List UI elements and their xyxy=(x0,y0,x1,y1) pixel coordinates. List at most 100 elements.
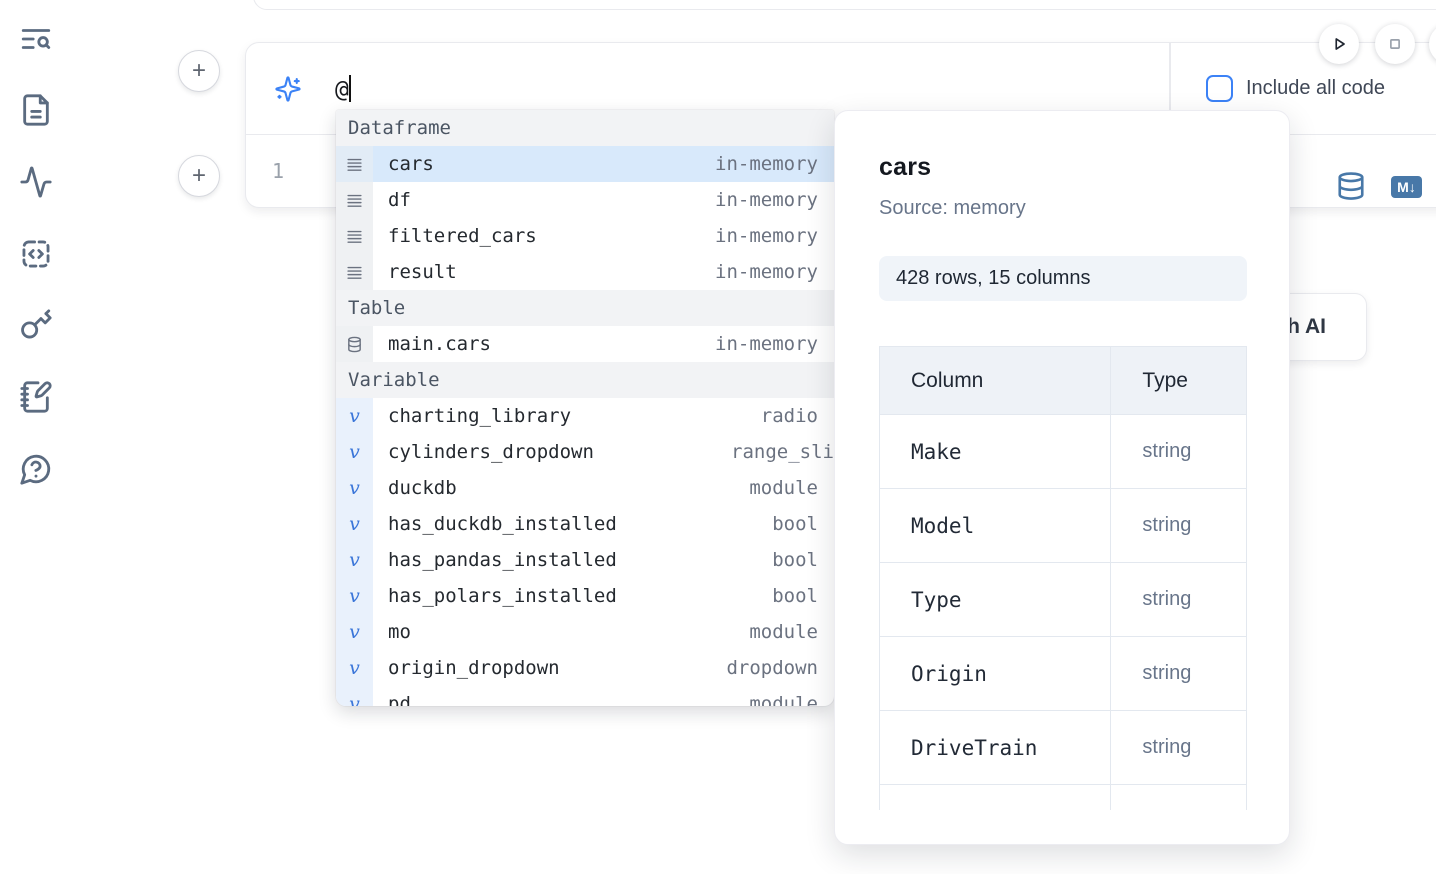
autocomplete-item[interactable]: v mo module xyxy=(336,614,834,650)
ai-prompt-input[interactable]: @ xyxy=(335,74,351,103)
add-cell-below-button[interactable]: + xyxy=(178,155,220,197)
dataframe-preview-panel: cars Source: memory 428 rows, 15 columns… xyxy=(834,110,1290,845)
autocomplete-item[interactable]: v duckdb module xyxy=(336,470,834,506)
variable-icon: v xyxy=(349,656,360,679)
key-icon[interactable] xyxy=(19,308,53,342)
completion-type: in-memory xyxy=(715,189,818,211)
schema-header-column: Column xyxy=(879,346,1112,415)
autocomplete-item[interactable]: v has_pandas_installed bool xyxy=(336,542,834,578)
completion-type: bool xyxy=(772,585,818,607)
column-name xyxy=(879,784,1112,810)
autocomplete-item[interactable]: v charting_library radio xyxy=(336,398,834,434)
autocomplete-item[interactable]: main.cars in-memory xyxy=(336,326,834,362)
help-icon[interactable] xyxy=(19,452,53,486)
column-type: string xyxy=(1110,488,1247,563)
variable-icon: v xyxy=(349,440,360,463)
completion-name: charting_library xyxy=(388,405,572,427)
code-snippets-icon[interactable] xyxy=(19,237,53,271)
completion-type: radio xyxy=(760,405,818,427)
completion-type: in-memory xyxy=(715,225,818,247)
dataframe-icon xyxy=(347,158,362,171)
completion-type: module xyxy=(749,621,818,643)
autocomplete-item[interactable]: v origin_dropdown dropdown xyxy=(336,650,834,686)
completion-type: in-memory xyxy=(715,333,818,355)
variable-icon: v xyxy=(349,692,360,706)
panel-source: Source: memory xyxy=(879,197,1026,219)
completion-name: df xyxy=(388,189,411,211)
scratchpad-icon[interactable] xyxy=(19,380,53,414)
column-name: DriveTrain xyxy=(879,710,1112,785)
sidebar xyxy=(0,0,72,874)
extra-control-button[interactable] xyxy=(1429,24,1436,64)
completion-name: duckdb xyxy=(388,477,457,499)
run-cell-button[interactable] xyxy=(1319,24,1359,64)
completion-name: filtered_cars xyxy=(388,225,537,247)
autocomplete-item[interactable]: v has_polars_installed bool xyxy=(336,578,834,614)
completion-name: has_polars_installed xyxy=(388,585,617,607)
markdown-icon[interactable]: M↓ xyxy=(1391,176,1422,198)
autocomplete-section-header: Variable xyxy=(336,362,834,398)
completion-name: cars xyxy=(388,153,434,175)
ai-prompt-value: @ xyxy=(335,76,349,103)
variable-icon: v xyxy=(349,584,360,607)
database-icon[interactable] xyxy=(1336,171,1366,201)
completion-name: origin_dropdown xyxy=(388,657,560,679)
line-number: 1 xyxy=(272,159,285,183)
row-column-count-badge: 428 rows, 15 columns xyxy=(879,256,1247,301)
variable-icon: v xyxy=(349,620,360,643)
autocomplete-item[interactable]: filtered_cars in-memory xyxy=(336,218,834,254)
table-of-contents-search-icon[interactable] xyxy=(19,22,53,56)
completion-type: dropdown xyxy=(726,657,818,679)
completion-name: has_duckdb_installed xyxy=(388,513,617,535)
dataframe-icon xyxy=(347,230,362,243)
completion-name: mo xyxy=(388,621,411,643)
completion-name: result xyxy=(388,261,457,283)
completion-type: module xyxy=(749,477,818,499)
include-all-code-label: Include all code xyxy=(1246,77,1385,99)
variable-icon: v xyxy=(349,476,360,499)
variable-icon: v xyxy=(349,404,360,427)
schema-header-type: Type xyxy=(1110,346,1247,415)
completion-name: cylinders_dropdown xyxy=(388,441,594,463)
completion-type: bool xyxy=(772,549,818,571)
completion-type: module xyxy=(749,693,818,706)
completion-name: has_pandas_installed xyxy=(388,549,617,571)
column-type: string xyxy=(1110,710,1247,785)
column-name: Model xyxy=(879,488,1112,563)
column-name: Origin xyxy=(879,636,1112,711)
file-icon[interactable] xyxy=(19,93,53,127)
dataframe-icon xyxy=(347,266,362,279)
completion-type: bool xyxy=(772,513,818,535)
table-row-partial xyxy=(879,784,1247,810)
autocomplete-item[interactable]: df in-memory xyxy=(336,182,834,218)
autocomplete-section-header: Dataframe xyxy=(336,110,834,146)
completion-type: in-memory xyxy=(715,153,818,175)
variable-icon: v xyxy=(349,548,360,571)
autocomplete-section-header: Table xyxy=(336,290,834,326)
dataframe-icon xyxy=(347,194,362,207)
completion-name: main.cars xyxy=(388,333,491,355)
column-type: string xyxy=(1110,636,1247,711)
stop-button[interactable] xyxy=(1375,24,1415,64)
panel-title: cars xyxy=(879,153,932,181)
add-cell-above-button[interactable]: + xyxy=(178,50,220,92)
include-all-code-checkbox[interactable] xyxy=(1206,75,1233,102)
autocomplete-item[interactable]: cars in-memory xyxy=(336,146,834,182)
activity-icon[interactable] xyxy=(19,165,53,199)
code-editor-row[interactable]: 1 M↓ xyxy=(246,135,1436,207)
text-caret xyxy=(348,74,351,102)
column-name: Make xyxy=(879,414,1112,489)
include-all-code-option: Include all code xyxy=(1169,43,1436,134)
